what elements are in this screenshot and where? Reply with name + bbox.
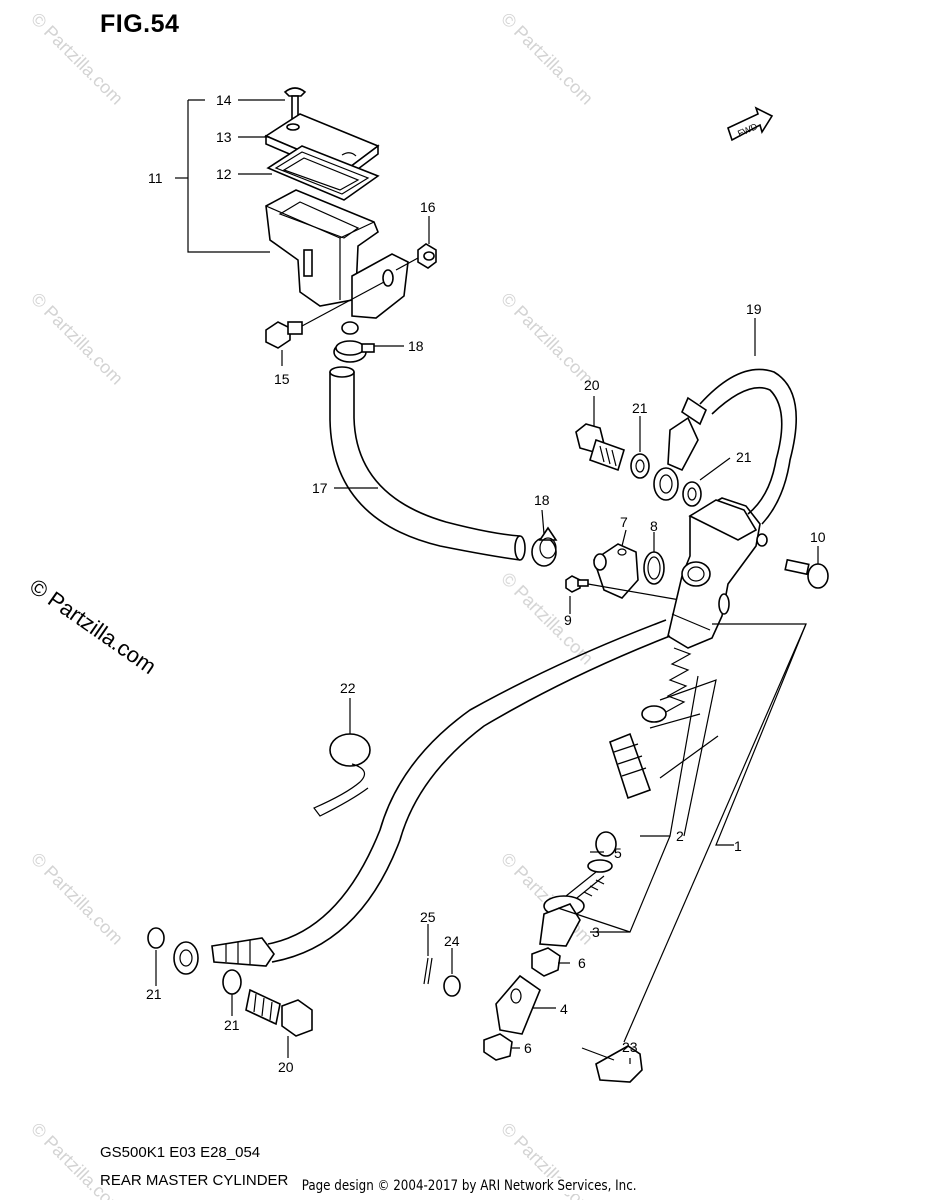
callout-21: 21 bbox=[736, 449, 752, 465]
model-code: GS500K1 E03 E28_054 bbox=[100, 1144, 261, 1161]
hose-clip bbox=[313, 733, 371, 817]
callout-12: 12 bbox=[216, 166, 232, 182]
callout-11: 11 bbox=[148, 170, 163, 186]
callout-9: 9 bbox=[564, 612, 572, 628]
callout-24: 24 bbox=[444, 933, 460, 949]
watermark-text: © Partzilla.com bbox=[27, 289, 127, 389]
callout-2: 2 bbox=[676, 828, 684, 844]
reservoir-hose bbox=[329, 366, 526, 561]
callout-21: 21 bbox=[224, 1017, 240, 1033]
callout-21: 21 bbox=[632, 400, 648, 416]
union-bolt bbox=[575, 423, 702, 507]
watermark-text: © Partzilla.com bbox=[497, 9, 597, 109]
figure-title: FIG.54 bbox=[100, 10, 180, 38]
master-cylinder-body bbox=[667, 497, 768, 649]
mounting-bolt bbox=[784, 558, 829, 589]
callout-18: 18 bbox=[408, 338, 424, 354]
watermark-text: © Partzilla.com bbox=[27, 849, 127, 949]
callout-6: 6 bbox=[524, 1040, 532, 1056]
callout-19: 19 bbox=[746, 301, 762, 317]
callout-7: 7 bbox=[620, 514, 628, 530]
section-name: REAR MASTER CYLINDER bbox=[100, 1172, 289, 1189]
union-bolt bbox=[245, 988, 313, 1037]
callout-14: 14 bbox=[216, 92, 232, 108]
leader-lines bbox=[155, 99, 819, 1064]
callout-1: 1 bbox=[734, 838, 742, 854]
callout-3: 3 bbox=[592, 924, 600, 940]
callout-25: 25 bbox=[420, 909, 436, 925]
callout-5: 5 bbox=[614, 845, 622, 861]
callout-13: 13 bbox=[216, 129, 232, 145]
brake-hose-lower bbox=[147, 619, 671, 995]
callout-8: 8 bbox=[650, 518, 658, 534]
callout-15: 15 bbox=[274, 371, 290, 387]
callout-labels: 1 2 3 4 5 6 6 7 8 9 10 11 12 13 14 15 16… bbox=[146, 92, 826, 1075]
callout-18: 18 bbox=[534, 492, 550, 508]
watermark-text: © Partzilla.com bbox=[27, 9, 127, 109]
callout-17: 17 bbox=[312, 480, 328, 496]
callout-4: 4 bbox=[560, 1001, 568, 1017]
forward-arrow-icon: FWD bbox=[727, 106, 774, 142]
lower-linkage bbox=[423, 947, 643, 1083]
watermark-text: © Partzilla.com bbox=[497, 289, 597, 389]
callout-10: 10 bbox=[810, 529, 826, 545]
watermark-main: © Partzilla.com bbox=[25, 574, 161, 680]
callout-23: 23 bbox=[622, 1039, 638, 1055]
callout-20: 20 bbox=[584, 377, 600, 393]
callout-16: 16 bbox=[420, 199, 436, 215]
hose-clamp bbox=[531, 526, 558, 567]
callout-22: 22 bbox=[340, 680, 356, 696]
callout-6: 6 bbox=[578, 955, 586, 971]
page-credit: Page design © 2004-2017 by ARI Network S… bbox=[300, 1178, 639, 1194]
reservoir-assembly bbox=[264, 87, 437, 349]
callout-20: 20 bbox=[278, 1059, 294, 1075]
callout-21: 21 bbox=[146, 986, 162, 1002]
hose-union bbox=[565, 543, 681, 601]
brake-hose-upper bbox=[653, 368, 798, 525]
hose-clamp bbox=[333, 340, 375, 363]
cylinder-internals bbox=[539, 647, 692, 947]
